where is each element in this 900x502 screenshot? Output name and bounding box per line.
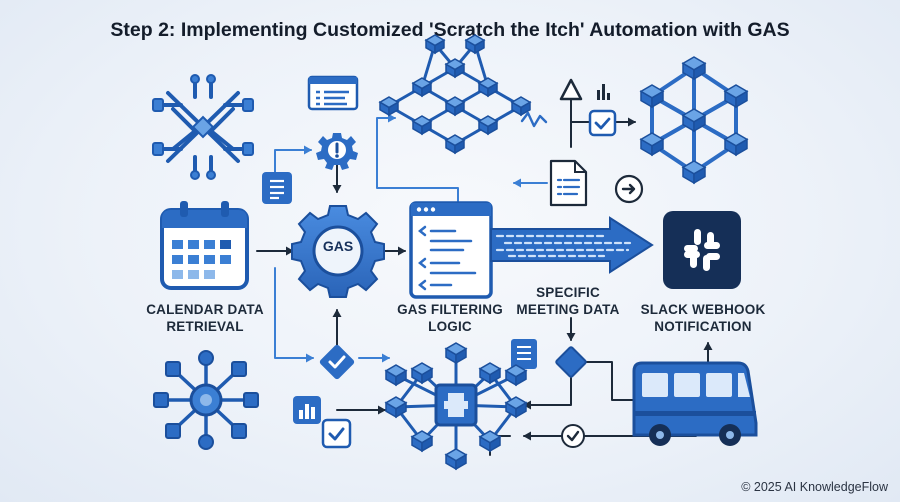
decision-diamond-icon bbox=[555, 346, 587, 378]
page-title: Step 2: Implementing Customized 'Scratch… bbox=[110, 19, 790, 41]
alert-gear-icon bbox=[316, 133, 358, 170]
wave-icon bbox=[520, 111, 548, 128]
slack-label-line-2: NOTIFICATION bbox=[654, 319, 752, 334]
calendar-label-line-2: RETRIEVAL bbox=[166, 319, 244, 334]
checkmark-icon bbox=[561, 424, 585, 448]
circuit-icon bbox=[152, 74, 254, 180]
network-hub-icon bbox=[153, 350, 259, 450]
bar-chart-icon bbox=[293, 396, 321, 424]
cube-network-icon bbox=[639, 56, 749, 185]
page-icon bbox=[549, 159, 588, 207]
copyright-text: © 2025 AI KnowledgeFlow bbox=[741, 480, 888, 494]
checkmark-icon bbox=[588, 109, 617, 137]
calendar-data-label: CALENDAR DATA RETRIEVAL bbox=[140, 301, 270, 335]
code-window-icon bbox=[409, 201, 493, 299]
checkmark-icon bbox=[319, 344, 355, 380]
filtering-logic-label: GAS FILTERING LOGIC bbox=[390, 301, 510, 335]
hex-network-icon bbox=[378, 34, 532, 155]
meeting-label-line-1: SPECIFIC bbox=[536, 285, 600, 300]
node-network-icon bbox=[384, 342, 528, 471]
checkmark-icon bbox=[321, 418, 352, 449]
slack-logo-icon bbox=[663, 211, 741, 289]
calendar-label-line-1: CALENDAR DATA bbox=[146, 302, 264, 317]
data-stream-arrow bbox=[490, 216, 654, 274]
document-icon bbox=[511, 339, 537, 369]
up-arrow-icon bbox=[559, 78, 610, 101]
filtering-label-line-1: GAS FILTERING bbox=[397, 302, 503, 317]
slack-label-line-1: SLACK WEBHOOK bbox=[640, 302, 766, 317]
meeting-data-label: SPECIFIC MEETING DATA bbox=[510, 284, 626, 318]
filtering-label-line-2: LOGIC bbox=[428, 319, 472, 334]
gas-badge: GAS bbox=[322, 238, 354, 254]
slack-webhook-label: SLACK WEBHOOK NOTIFICATION bbox=[636, 301, 770, 335]
document-icon bbox=[262, 172, 292, 204]
window-icon bbox=[307, 75, 359, 111]
meeting-label-line-2: MEETING DATA bbox=[516, 302, 620, 317]
gas-gear-icon bbox=[291, 205, 385, 298]
bus-icon bbox=[632, 361, 758, 446]
circle-arrow-icon bbox=[614, 174, 644, 204]
calendar-icon bbox=[160, 201, 249, 290]
